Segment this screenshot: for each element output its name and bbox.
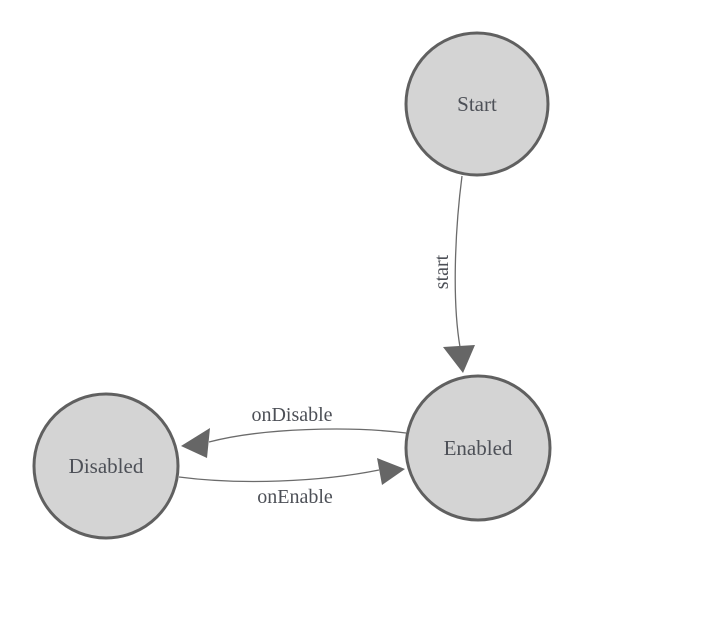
node-start-label: Start bbox=[457, 92, 497, 116]
edge-label-start: start bbox=[431, 254, 453, 289]
edge-ondisable[interactable]: onDisable bbox=[181, 404, 407, 458]
edge-onenable[interactable]: onEnable bbox=[178, 458, 405, 508]
arrowhead-start-icon bbox=[443, 345, 475, 373]
node-enabled-label: Enabled bbox=[444, 436, 513, 460]
arrowhead-ondisable-icon bbox=[181, 428, 210, 458]
edge-onenable-line bbox=[178, 469, 380, 483]
node-start-circle[interactable] bbox=[404, 31, 550, 177]
node-disabled-circle[interactable] bbox=[32, 392, 180, 540]
node-enabled[interactable]: Enabled bbox=[404, 374, 552, 522]
arrowhead-onenable-icon bbox=[377, 458, 405, 485]
node-disabled[interactable]: Disabled bbox=[32, 392, 180, 540]
edge-start-line bbox=[454, 175, 463, 348]
edge-label-onenable: onEnable bbox=[257, 486, 333, 508]
edge-ondisable-line bbox=[208, 428, 407, 443]
node-enabled-circle[interactable] bbox=[404, 374, 552, 522]
node-disabled-label: Disabled bbox=[69, 454, 144, 478]
edge-label-ondisable: onDisable bbox=[251, 404, 332, 426]
node-start[interactable]: Start bbox=[404, 31, 550, 177]
edge-start[interactable]: start bbox=[431, 175, 475, 373]
